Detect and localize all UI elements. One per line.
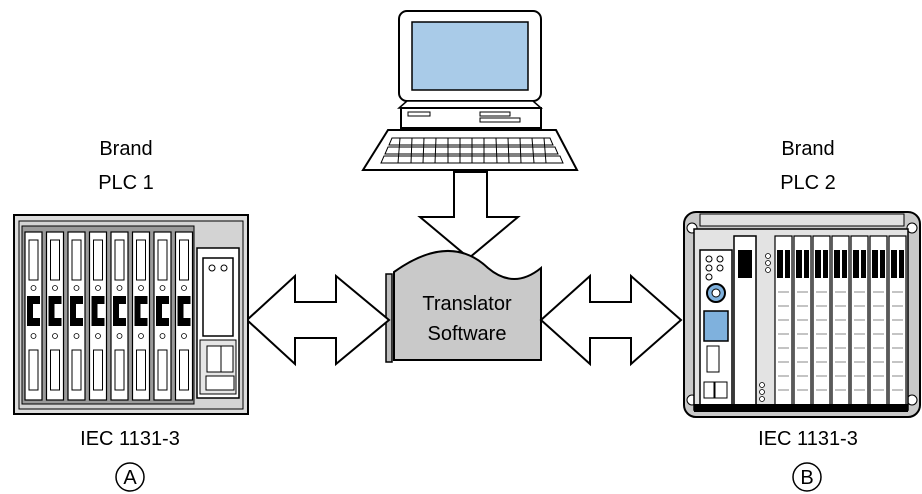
plc1-io-module: [174, 231, 194, 401]
plc1-io-module: [110, 231, 129, 401]
marker-b-label: B: [800, 467, 813, 489]
translator-software-box: Translator Software: [385, 249, 542, 363]
plc2-io-module: [888, 235, 907, 409]
plc2-io-modules: [774, 235, 907, 409]
plc1-name-label: PLC 1: [98, 172, 154, 194]
plc2-brand-label: Brand: [781, 138, 835, 160]
plc2-io-module: [774, 235, 793, 409]
plc1-standard-label: IEC 1131-3: [80, 428, 180, 450]
translator-line2: Software: [428, 323, 507, 345]
plc1-io-module: [24, 231, 43, 401]
plc1-rack-icon: [13, 214, 249, 415]
keyboard: [361, 129, 579, 171]
monitor-screen: [411, 21, 529, 91]
plc2-name-label: PLC 2: [780, 172, 836, 194]
plc1-io-module: [88, 231, 108, 401]
plc2-rack-icon: [683, 211, 921, 418]
plc1-io-module: [131, 231, 151, 401]
plc2-io-module: [812, 235, 831, 409]
plc2-io-module: [831, 235, 850, 409]
right-double-arrow-icon: [539, 273, 683, 367]
marker-a-circle: [115, 462, 145, 492]
down-arrow-icon: [417, 171, 521, 260]
plc1-io-module: [67, 231, 86, 401]
marker-a-label: A: [123, 467, 137, 489]
plc2-io-module: [869, 235, 888, 409]
plc1-brand-label: Brand: [99, 138, 153, 160]
plc1-io-module: [153, 231, 172, 401]
plc2-standard-label: IEC 1131-3: [758, 428, 858, 450]
plc2-io-module: [793, 235, 812, 409]
plc2-io-module: [850, 235, 869, 409]
left-double-arrow-icon: [245, 273, 391, 367]
plc1-io-modules: [24, 231, 194, 401]
translator-line1: Translator: [422, 293, 512, 315]
marker-b-circle: [792, 462, 822, 492]
computer-icon: [361, 10, 579, 171]
plc1-io-module: [45, 231, 65, 401]
